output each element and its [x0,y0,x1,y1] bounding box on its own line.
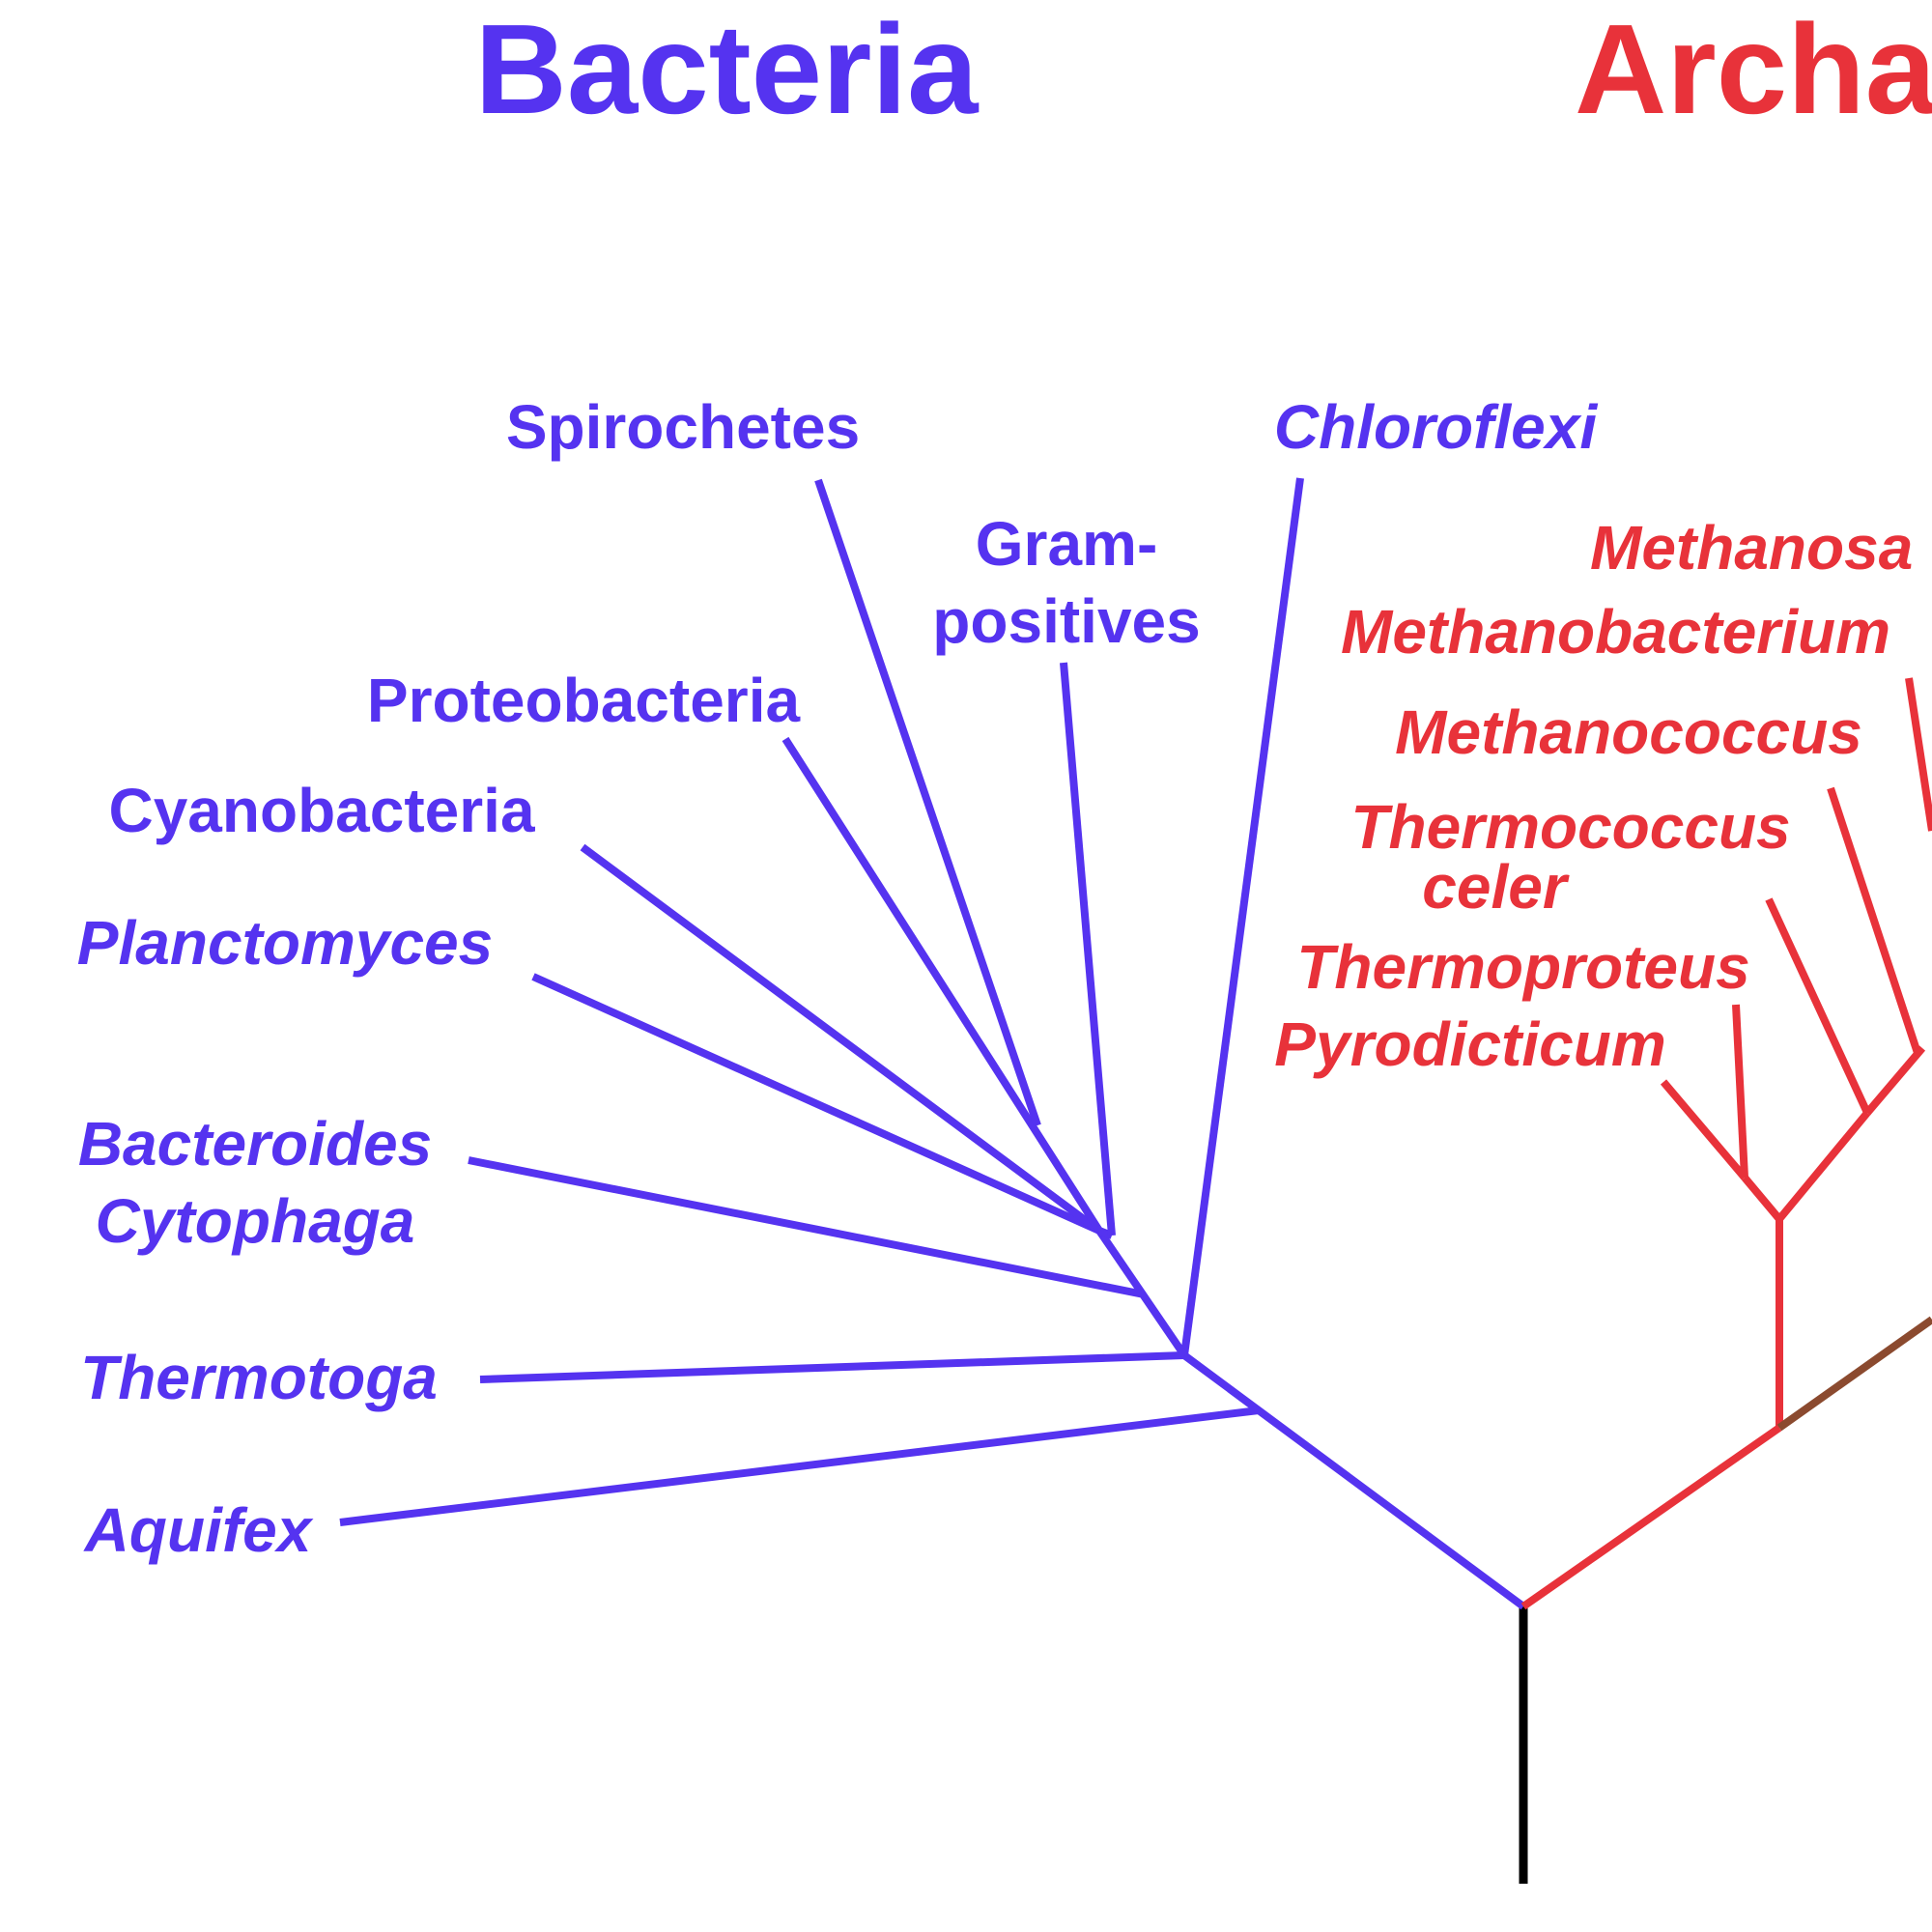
spirochetes-branch [814,478,1041,1127]
thermotoga-branch [479,1351,1185,1383]
bacteria-branches [339,477,1526,1610]
label-methanosa: Methanosa [1590,513,1913,582]
label-aquifex: Aquifex [83,1495,314,1565]
proteobacteria-branch [781,736,1103,1234]
label-methanobacterium: Methanobacterium [1341,597,1890,667]
methanococcus-branch [1827,786,1921,1055]
label-methanococcus: Methanococcus [1395,697,1862,767]
label-cyanobacteria: Cyanobacteria [108,776,534,845]
label-thermotoga: Thermotoga [80,1343,438,1412]
aquifex-branch [339,1406,1260,1526]
euryarchaea-branch [1776,1110,1871,1222]
archaea-domain-title: Archae [1575,0,1932,140]
bacteria-trunk-branch [1181,1351,1526,1610]
label-pyrodicticum: Pyrodicticum [1274,1009,1665,1079]
planctomyces-branch [531,973,1101,1235]
label-planctomyces: Planctomyces [77,908,493,978]
label-bacteroides: Bacteroides [78,1109,432,1179]
label-chloroflexi: Chloroflexi [1274,392,1598,462]
label-proteobacteria: Proteobacteria [367,666,801,735]
pyrodicticum-branch [1660,1079,1748,1180]
label-thermoproteus: Thermoproteus [1296,932,1749,1002]
eukarya-connector-branch [1776,1316,1932,1432]
cyanobacteria-branch [580,843,1102,1235]
chloroflexi-branch [1180,477,1304,1356]
label-gram-positives-line1: Gram- [976,509,1158,579]
label-thermococcus-line2: celer [1422,852,1570,922]
label-gram-positives-line2: positives [932,586,1200,656]
thermococcus-branch [1765,897,1871,1115]
archaea-branches [1520,677,1932,1610]
methanobacterium-branch [1905,677,1932,832]
thermoproteus-branch [1732,1004,1748,1179]
label-spirochetes: Spirochetes [506,392,860,462]
gram-positives-branch [1060,662,1116,1236]
label-cytophaga: Cytophaga [96,1186,415,1256]
bacteria-domain-title: Bacteria [475,0,980,140]
methanogen-branch [1863,1045,1926,1116]
label-thermococcus-line1: Thermococcus [1350,792,1790,862]
bacteroides-branch [468,1156,1145,1298]
crenarchaea-inner-branch [1741,1175,1783,1222]
archaea-trunk-branch [1520,1424,1782,1610]
